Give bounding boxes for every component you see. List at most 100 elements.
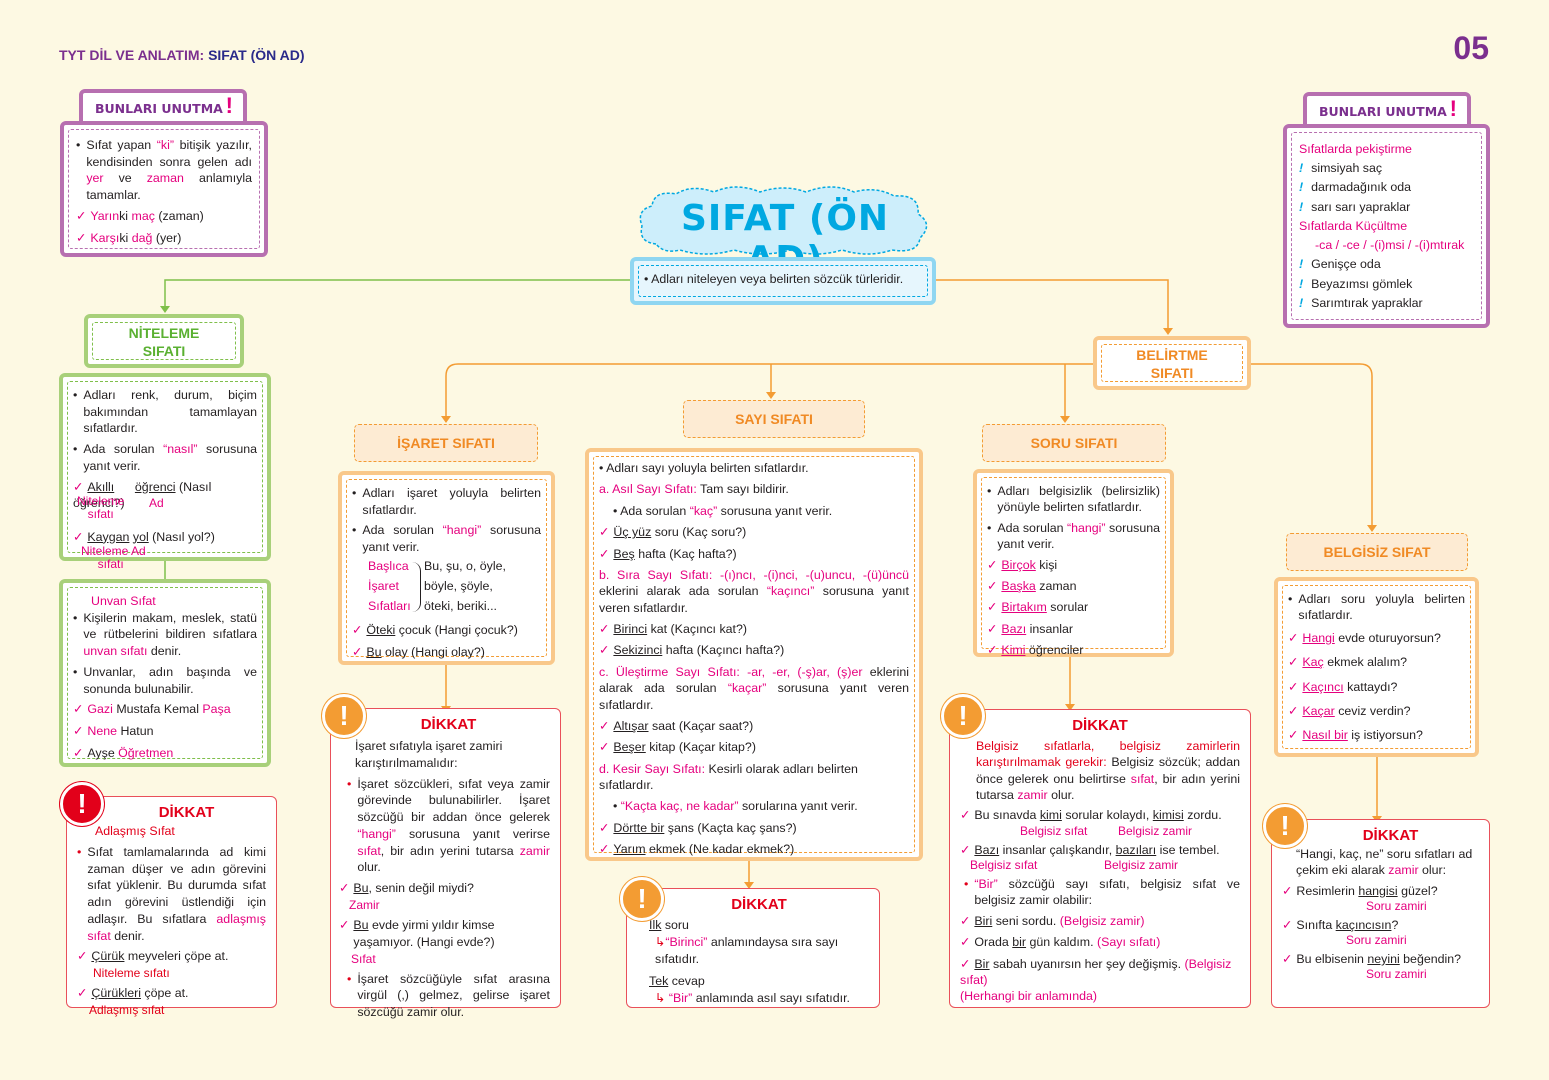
dikkat-example: ✓Çürükleri çöpe at.: [77, 986, 189, 1001]
dikkat-label: Zamir: [349, 897, 380, 912]
isaret-example: ✓Öteki çocuk (Hangi çocuk?): [352, 622, 518, 637]
soru-example: ✓Birçok kişi: [987, 557, 1058, 572]
sayi-box: • Adları sayı yoluyla belirten sıfatlard…: [585, 448, 923, 861]
niteleme-question: Ada sorulan “nasıl” sorusuna yanıt verir…: [83, 442, 257, 473]
sayi-example: ✓Birinci kat (Kaçıncı kat?): [599, 622, 747, 636]
dikkat-title: DİKKAT: [1362, 827, 1419, 844]
exclaim-icon: !: [1297, 180, 1305, 195]
belgisiz-example: ✓Kaç ekmek alalım?: [1288, 655, 1408, 670]
sayi-example: ✓Beşer kitap (Kaçar kitap?): [599, 740, 756, 755]
subject-topic: SIFAT (ÖN AD): [208, 47, 305, 63]
unvan-def: Kişilerin makam, meslek, statü ve rütbel…: [83, 610, 257, 659]
sayi-example: ✓Yarım ekmek (Ne kadar ekmek?): [599, 842, 795, 857]
dikkat-label: (Herhangi bir anlamında): [960, 989, 1098, 1004]
note-item: !Beyazımsı gömlek: [1298, 275, 1474, 294]
arrow-head: [766, 392, 776, 399]
arrow-head: [441, 416, 451, 423]
niteleme-header: NİTELEME SIFATI: [84, 314, 244, 368]
warning-icon: !: [1263, 804, 1307, 848]
note-example: ✓Karşıki dağ (yer): [76, 230, 182, 245]
dikkat-example: ✓Biri seni sordu. (Belgisiz zamir): [960, 913, 1145, 928]
belgisiz-example: ✓Hangi evde oturuyorsun?: [1288, 630, 1441, 645]
niteleme-example-2: ✓Kaygan yol (Nasıl yol?) Niteleme Ad sıf…: [73, 529, 215, 571]
dikkat-soru-box: DİKKAT Belgisiz sıfatlarla, belgisiz zam…: [949, 709, 1251, 1008]
dikkat-label: Soru zamiri: [1366, 967, 1427, 982]
connector-to-belirtme: [935, 279, 1169, 330]
arrow-head: [160, 306, 170, 313]
dikkat-example: İlk soru: [649, 918, 689, 933]
dikkat-label: Adlaşmış sıfat: [89, 1003, 165, 1018]
arrow-head: [1060, 416, 1070, 423]
warning-icon: !: [60, 782, 104, 826]
note-item: !Sarımtırak yapraklar: [1297, 294, 1474, 313]
dikkat-intro: “Hangi, kaç, ne” soru sıfatları ad çekim…: [1296, 846, 1473, 878]
note-heading: Sıfatlarda Küçültme: [1299, 218, 1408, 233]
dikkat-text: İşaret sözcükleri, sıfat veya zamir göre…: [357, 776, 550, 875]
title-cloud: SIFAT (ÖN AD): [636, 184, 934, 280]
unvan-example: ✓Ayşe Öğretmen: [73, 745, 174, 760]
page-header: TYT DİL VE ANLATIM: SIFAT (ÖN AD): [59, 47, 305, 63]
warning-icon: !: [322, 694, 366, 738]
warning-icon: !: [941, 694, 985, 738]
dikkat-isaret-box: DİKKAT İşaret sıfatıyla işaret zamiri ka…: [330, 708, 561, 1019]
dikkat-title: DİKKAT: [158, 804, 215, 821]
dikkat-label: Sıfat: [351, 951, 376, 966]
belgisiz-def: Adları soru yoluyla belirten sıfatlardır…: [1298, 592, 1465, 623]
sayi-example: ✓Üç yüz soru (Kaç soru?): [599, 525, 747, 540]
dikkat-example: ✓Resimlerin hangisi güzel?: [1282, 883, 1438, 898]
niteleme-title-2: SIFATI: [142, 343, 186, 360]
dikkat-intro: Belgisiz sıfatlarla, belgisiz zamirlerin…: [976, 738, 1240, 802]
note-suffix: -ca / -ce / -(i)msi / -(i)mtırak: [1315, 238, 1465, 253]
sayi-c: c. Üleştirme Sayı Sıfatı: -ar, -er, (-ş)…: [599, 664, 909, 712]
exclaim-icon: !: [1297, 295, 1305, 310]
connector-to-niteleme: [164, 279, 630, 308]
soru-header: SORU SIFATI: [982, 424, 1166, 462]
soru-example: ✓Birtakım sorular: [987, 600, 1089, 615]
soru-example: ✓Bazı insanlar: [987, 621, 1074, 636]
belgisiz-example: ✓Kaçıncı kattaydı?: [1288, 679, 1398, 694]
belirtme-title-1: BELİRTME: [1136, 347, 1208, 363]
warning-icon: !: [620, 877, 664, 921]
unvan-example: ✓Gazi Mustafa Kemal Paşa: [73, 702, 231, 717]
connector-to-belgisiz: [1250, 363, 1373, 527]
soru-title: SORU SIFATI: [1030, 435, 1118, 451]
unvan-note: Unvanlar, adın başında ve sonunda buluna…: [83, 664, 257, 696]
belgisiz-box: •Adları soru yoluyla belirten sıfatlardı…: [1274, 577, 1479, 757]
dikkat-intro: İşaret sıfatıyla işaret zamiri karıştırı…: [355, 739, 503, 770]
niteleme-box: •Adları renk, durum, biçim bakımından ta…: [59, 373, 271, 570]
dikkat-example: ✓Bu, senin değil miydi?: [339, 881, 474, 896]
soru-box: •Adları belgisizlik (belirsizlik) yönüyl…: [973, 469, 1174, 657]
belirtme-header: BELİRTME SIFATI: [1093, 336, 1251, 390]
note-item: !Genişçe oda: [1297, 255, 1474, 274]
dikkat-label: Soru zamiri: [1366, 898, 1427, 913]
sayi-b: b. Sıra Sayı Sıfatı: -(ı)ncı, -(i)nci, -…: [599, 567, 909, 615]
dikkat-text: Sıfat tamlamalarında ad kimi zaman düşer…: [87, 844, 266, 943]
niteleme-example-1: ✓Akıllı öğrenci (Nasıl öğrenci?) Nitelem…: [73, 479, 212, 521]
sayi-example: ✓Altışar saat (Kaçar saat?): [599, 718, 754, 733]
belirtme-title-2: SIFATI: [1150, 365, 1194, 382]
dikkat-subtitle: Adlaşmış Sıfat: [95, 824, 175, 839]
isaret-title: İŞARET SIFATI: [397, 435, 495, 451]
dikkat-example: ✓Bazı insanlar çalışkandır, bazıları ise…: [960, 842, 1220, 857]
exclaim-icon: !: [1297, 257, 1305, 272]
sayi-example: ✓Sekizinci hafta (Kaçıncı hafta?): [599, 643, 785, 658]
niteleme-def: Adları renk, durum, biçim bakımından tam…: [83, 388, 257, 436]
dikkat-example: ✓Bu sınavda kimi sorular kolaydı, kimisi…: [960, 808, 1222, 823]
sayi-a-question: • Ada sorulan “kaç” sorusuna yanıt verir…: [613, 503, 833, 518]
dikkat-example: ✓Bu elbisenin neyini beğendin?: [1282, 951, 1462, 966]
belgisiz-header: BELGİSİZ SIFAT: [1286, 533, 1468, 571]
definition-text: Adları niteleyen veya belirten sözcük tü…: [651, 272, 904, 286]
dikkat-label: Niteleme sıfatı: [93, 966, 170, 981]
sayi-header: SAYI SIFATI: [683, 400, 865, 438]
note-example: ✓Yarınki maç (zaman): [76, 208, 204, 223]
arrow-head: [744, 882, 754, 889]
note-item: !simsiyah saç: [1298, 159, 1474, 178]
note-text: Sıfat yapan “ki” bitişik yazılır, kendis…: [86, 138, 252, 203]
belgisiz-example: ✓Nasıl bir iş istiyorsun?: [1288, 728, 1423, 743]
unvan-box: Unvan Sıfat •Kişilerin makam, meslek, st…: [59, 579, 271, 767]
arrow-head: [1065, 704, 1075, 711]
note-heading: Sıfatlarda pekiştirme: [1299, 142, 1412, 156]
